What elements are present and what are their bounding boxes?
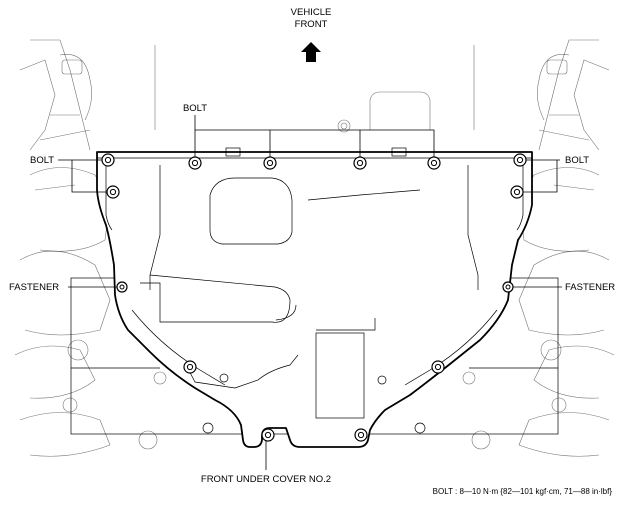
leader-lines (58, 115, 562, 470)
fastener-label-left: FASTENER (9, 282, 59, 293)
underbody-background (14, 39, 615, 457)
vehicle-front-label-line1: VEHICLE (291, 7, 332, 18)
bolt-left-lower (106, 185, 120, 199)
part-name-label: FRONT UNDER COVER NO.2 (201, 474, 331, 485)
bolt-label-top: BOLT (183, 103, 207, 114)
front-under-cover-no2 (96, 147, 533, 448)
fastener-right-marker (502, 281, 514, 293)
bolt-top-2 (263, 156, 277, 170)
bolt-top-1 (188, 156, 202, 170)
bolt-mid-right (431, 360, 445, 374)
bolt-right-lower (510, 185, 524, 199)
vehicle-front-label-line2: FRONT (295, 19, 328, 30)
bolt-label-right: BOLT (565, 155, 589, 166)
labels: VEHICLE FRONT BOLT BOLT BOLT FASTENER FA… (9, 7, 615, 496)
bolt-left-upper (101, 153, 115, 167)
bolt-mid-left (183, 360, 197, 374)
bolt-bottom-left (261, 428, 275, 442)
bolt-label-left: BOLT (30, 155, 54, 166)
bolt-top-4 (427, 156, 441, 170)
torque-spec-note: BOLT : 8—10 N·m {82—101 kgf·cm, 71—88 in… (433, 487, 613, 496)
fastener-left-marker (116, 281, 128, 293)
vehicle-front-arrow-icon (301, 42, 321, 62)
fastener-label-right: FASTENER (565, 282, 615, 293)
bolt-top-3 (353, 156, 367, 170)
bolt-right-upper (513, 153, 527, 167)
bolt-bottom-right (354, 428, 368, 442)
